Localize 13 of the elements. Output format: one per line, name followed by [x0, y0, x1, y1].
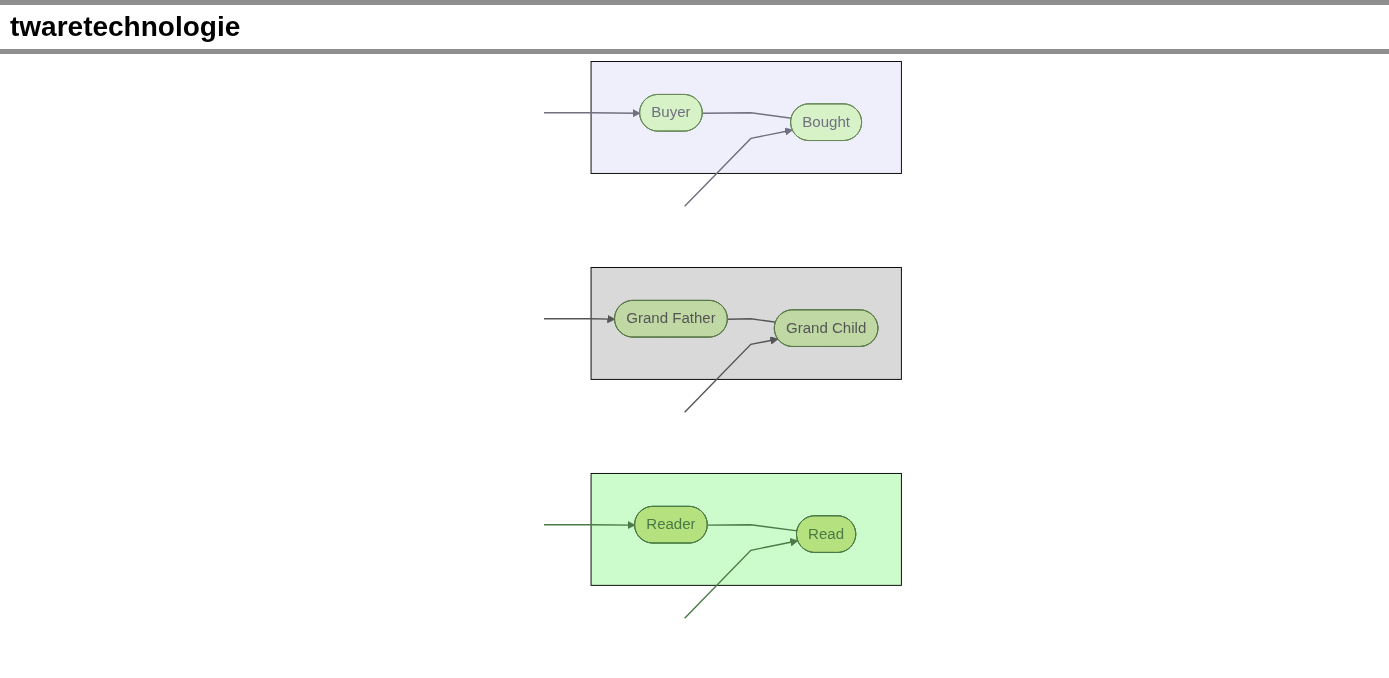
cluster: [590, 61, 902, 174]
connector: [727, 318, 777, 323]
arrow: [683, 336, 779, 413]
connector: [707, 524, 799, 532]
cluster: [590, 267, 902, 380]
header-text: twaretechnologie: [10, 11, 241, 42]
arrow: [683, 127, 793, 208]
arrow: [543, 314, 616, 324]
connector: [702, 112, 793, 119]
arrow: [543, 520, 636, 530]
arrow: [543, 109, 641, 118]
cluster: [590, 472, 902, 586]
arrow: [683, 538, 799, 619]
